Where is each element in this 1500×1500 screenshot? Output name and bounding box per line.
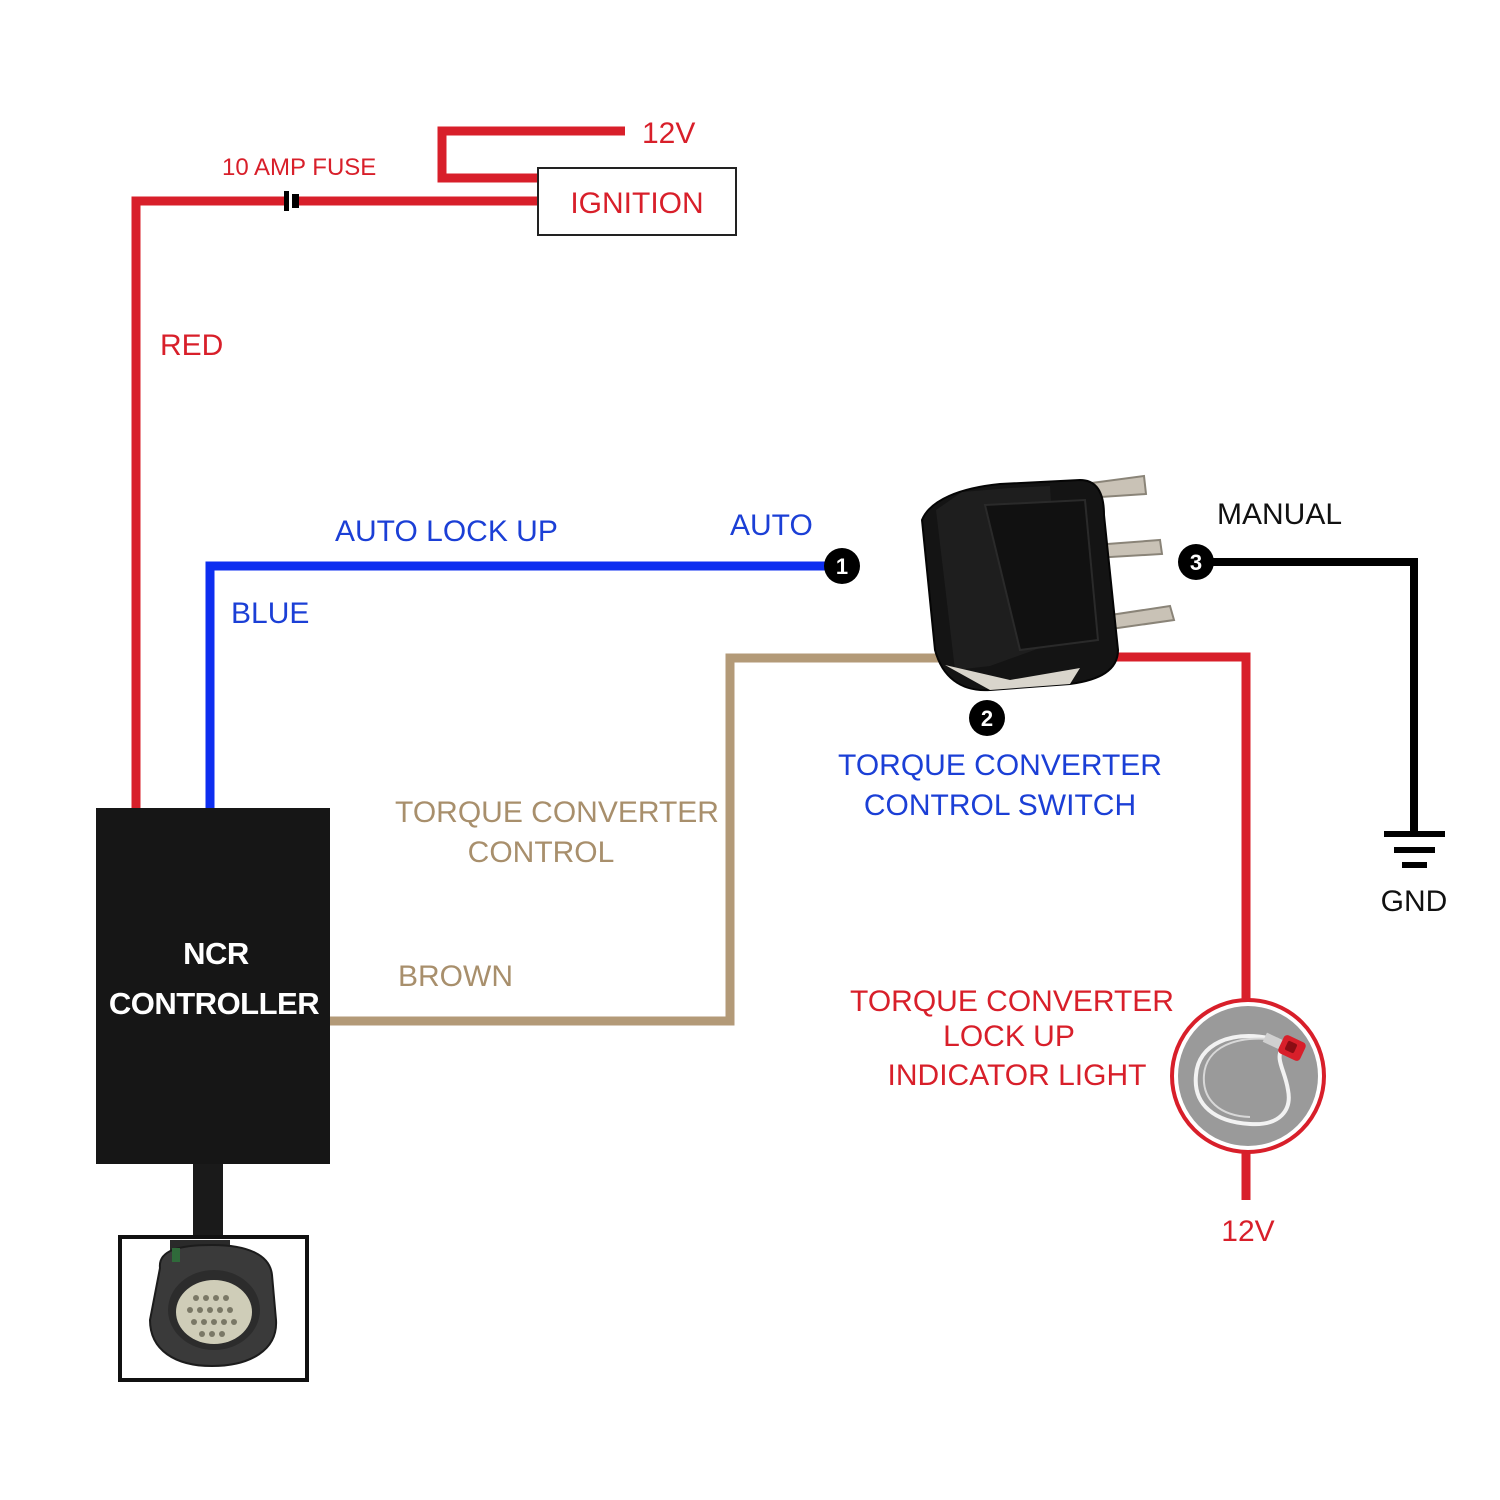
blue-wire-label: BLUE xyxy=(231,597,309,630)
bottom-12v-label: 12V xyxy=(1221,1215,1274,1248)
indicator-label-line2: LOCK UP xyxy=(943,1020,1075,1053)
terminal-3-badge: 3 xyxy=(1178,544,1214,580)
tcc-control-label-line1: TORQUE CONVERTER xyxy=(395,796,719,829)
terminal-1-number: 1 xyxy=(836,554,848,579)
controller-label-line2: CONTROLLER xyxy=(109,986,319,1021)
auto-lock-up-label: AUTO LOCK UP xyxy=(335,515,558,548)
terminal-2-number: 2 xyxy=(981,706,993,731)
ncr-controller-box: NCR CONTROLLER xyxy=(96,808,330,1164)
red-wire-12v-to-ignition xyxy=(437,126,625,183)
fuse-label: 10 AMP FUSE xyxy=(222,154,376,181)
ignition-label: IGNITION xyxy=(570,187,703,220)
brown-wire-label: BROWN xyxy=(398,960,513,993)
top-12v-label: 12V xyxy=(642,117,695,150)
harness-connector-icon xyxy=(118,1235,309,1382)
terminal-3-number: 3 xyxy=(1190,550,1202,575)
switch-label-line1: TORQUE CONVERTER xyxy=(838,749,1162,782)
ground-symbol-icon xyxy=(1384,831,1445,868)
controller-harness-cable xyxy=(193,1164,223,1240)
brown-wire-tcc-control xyxy=(330,653,950,1026)
fuse-icon xyxy=(284,191,299,211)
blue-wire-auto-lock-up xyxy=(205,561,842,810)
terminal-2-badge: 2 xyxy=(969,700,1005,736)
gnd-label: GND xyxy=(1381,885,1448,918)
red-wire-switch-to-indicator xyxy=(1080,652,1251,1000)
auto-label: AUTO xyxy=(730,509,813,542)
indicator-label-line1: TORQUE CONVERTER xyxy=(850,985,1174,1018)
black-wire-manual-to-gnd xyxy=(1196,558,1418,834)
red-wire-fuse-to-controller xyxy=(131,196,285,810)
tcc-control-label-line2: CONTROL xyxy=(468,836,615,869)
indicator-light-icon xyxy=(1170,998,1326,1154)
controller-label-line1: NCR xyxy=(183,936,249,971)
ignition-box: IGNITION xyxy=(537,167,737,236)
terminal-1-badge: 1 xyxy=(824,548,860,584)
switch-label-line2: CONTROL SWITCH xyxy=(864,789,1136,822)
manual-label: MANUAL xyxy=(1217,498,1342,531)
red-wire-label: RED xyxy=(160,329,223,362)
indicator-label-line3: INDICATOR LIGHT xyxy=(888,1059,1147,1092)
rocker-switch-icon xyxy=(920,474,1176,692)
